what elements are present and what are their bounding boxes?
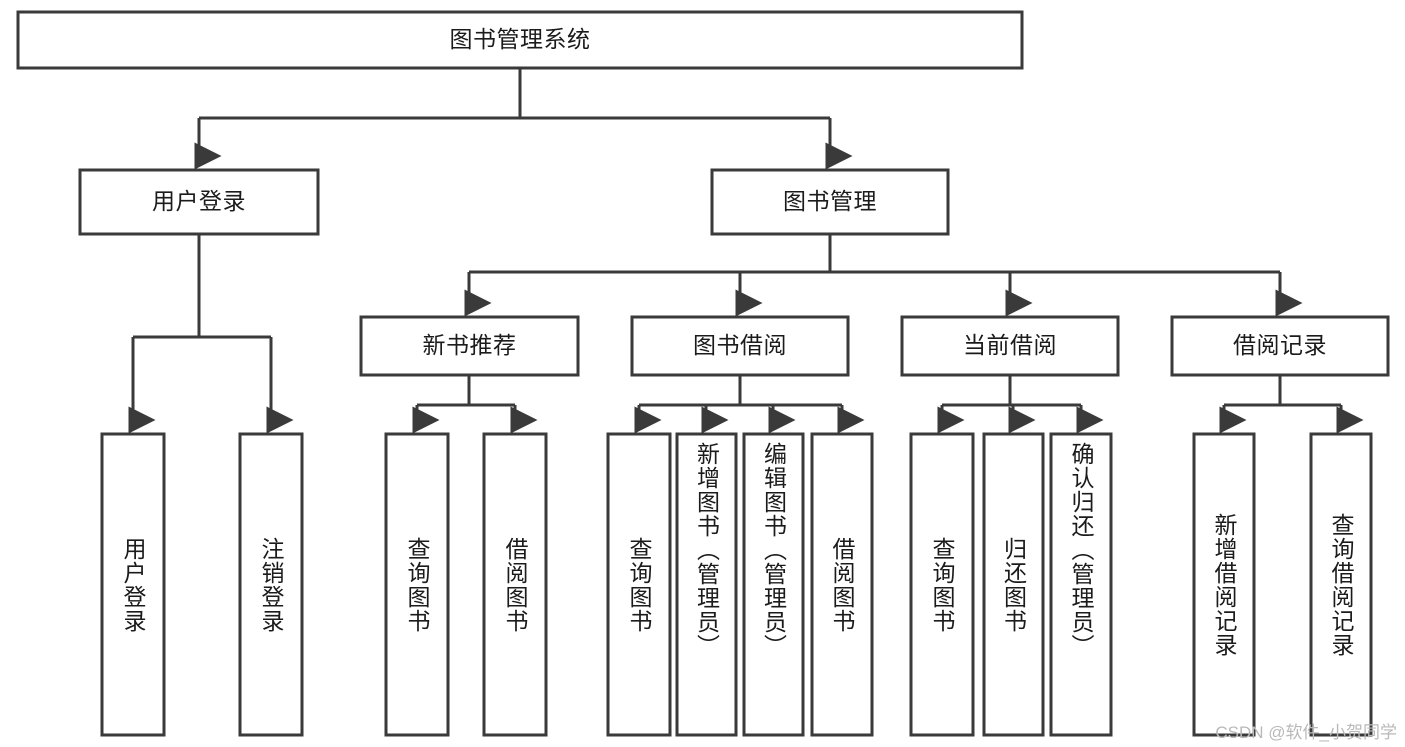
leaf-box-user-logout[interactable] (238, 432, 304, 737)
leaf-box-query-book-b[interactable] (606, 432, 672, 737)
leaf-box-edit-book-admin[interactable] (742, 432, 805, 737)
leaf-box-borrow-book-a[interactable] (482, 432, 548, 737)
leaf-box-confirm-return-admin[interactable] (1049, 432, 1113, 737)
leaf-box-return-book[interactable] (982, 432, 1045, 737)
node-box-new-book-recommend[interactable] (359, 315, 580, 377)
leaf-box-query-borrow-record[interactable] (1309, 432, 1373, 737)
leaf-box-borrow-book-b[interactable] (810, 432, 874, 737)
csdn-watermark: CSDN @软件_小贺同学 (1215, 723, 1397, 742)
node-box-root[interactable] (16, 10, 1024, 70)
leaf-box-query-book-a[interactable] (384, 432, 450, 737)
leaf-box-user-login[interactable] (100, 432, 166, 737)
node-box-user-login[interactable] (78, 168, 320, 236)
node-box-current-borrow[interactable] (900, 315, 1120, 377)
leaf-box-query-book-c[interactable] (909, 432, 975, 737)
leaf-box-add-book-admin[interactable] (675, 432, 738, 737)
leaf-box-add-borrow-record[interactable] (1192, 432, 1256, 737)
node-box-book-borrow[interactable] (630, 315, 850, 377)
node-box-book-management[interactable] (710, 168, 950, 236)
node-box-borrow-record[interactable] (1170, 315, 1390, 377)
